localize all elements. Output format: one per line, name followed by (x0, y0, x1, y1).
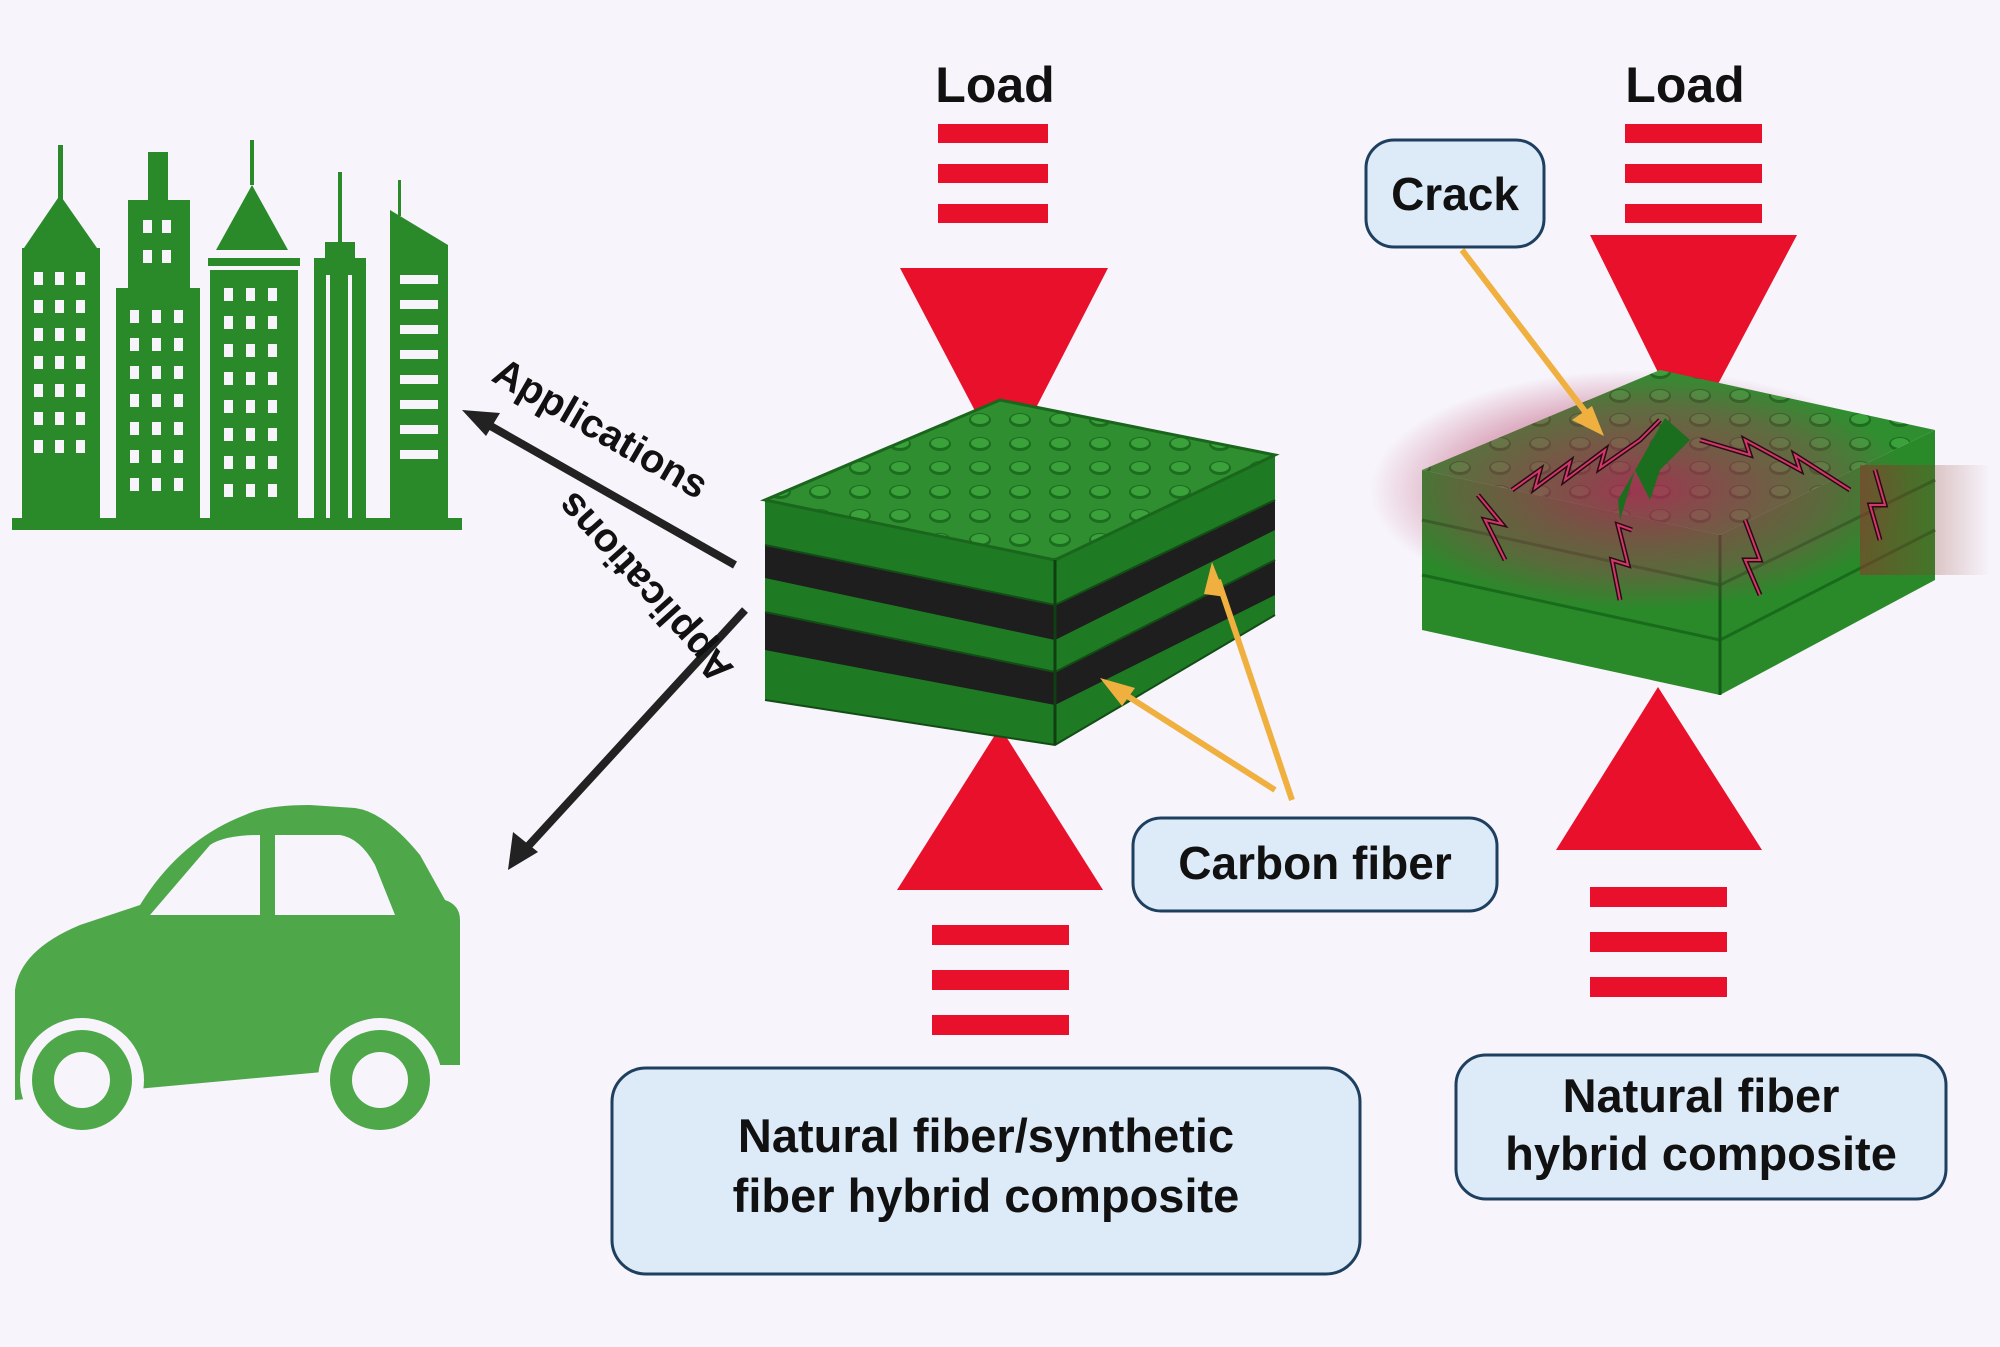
car-icon (15, 805, 460, 1142)
natural-box-line1: Natural fiber (1563, 1069, 1840, 1122)
building-windows (34, 220, 438, 518)
natural-box-line2: hybrid composite (1505, 1127, 1897, 1180)
carbon-fiber-callout (1131, 816, 1499, 913)
hybrid-box-line1: Natural fiber/synthetic (738, 1109, 1234, 1162)
applications-arrow-lower: Applications (508, 484, 748, 870)
crack-callout (1364, 138, 1546, 249)
load-arrow-bottom-left (897, 727, 1103, 1035)
crack-label: Crack (1391, 168, 1519, 220)
load-arrow-top-right (1590, 124, 1797, 437)
load-left-label: Load (935, 57, 1054, 113)
natural-fiber-composite-block (1370, 370, 1990, 695)
hybrid-composite-callout (610, 1066, 1362, 1276)
hybrid-box-line2: fiber hybrid composite (733, 1169, 1240, 1222)
load-right-label: Load (1625, 57, 1744, 113)
load-arrow-bottom-right (1556, 687, 1762, 997)
hybrid-composite-block (760, 398, 1280, 747)
natural-fiber-callout (1454, 1053, 1948, 1201)
carbon-fiber-label: Carbon fiber (1178, 837, 1452, 889)
crack-pointer (1459, 248, 1604, 436)
load-arrow-top-left (900, 124, 1108, 468)
carbon-fiber-pointers (1100, 562, 1295, 801)
